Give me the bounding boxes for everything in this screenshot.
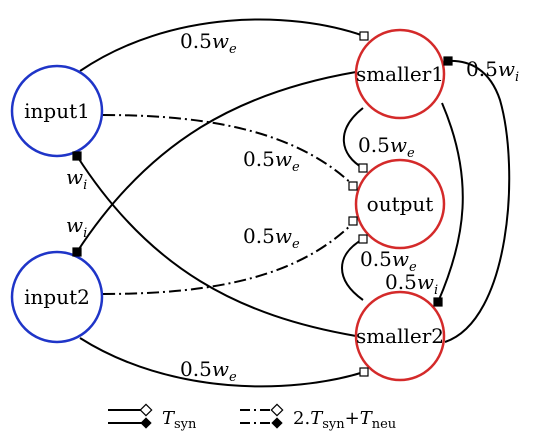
edge-input1-output bbox=[102, 114, 354, 186]
edge-smaller2-smaller1 bbox=[444, 59, 511, 343]
excitatory-marker-smaller2-bottom bbox=[359, 367, 369, 377]
label-input2-output: 0.5we bbox=[243, 224, 300, 252]
edge-smaller1-input2 bbox=[76, 71, 357, 253]
nodes: input1 input2 smaller1 output smaller2 bbox=[10, 28, 446, 382]
excitatory-marker-smaller1-top bbox=[359, 31, 369, 41]
smaller2-label: smaller2 bbox=[356, 324, 444, 348]
node-input2: input2 bbox=[10, 250, 104, 344]
output-label: output bbox=[367, 192, 434, 216]
edges bbox=[76, 18, 511, 388]
node-output: output bbox=[354, 158, 446, 250]
excitatory-marker-output-top bbox=[358, 163, 368, 173]
smaller1-label: smaller1 bbox=[356, 62, 444, 86]
excitatory-marker-output-upperleft bbox=[348, 181, 358, 191]
node-input1: input1 bbox=[10, 64, 104, 158]
edge-labels: 0.5we 0.5wi 0.5we 0.5we wi wi 0.5we 0.5w… bbox=[66, 29, 519, 385]
edge-input1-smaller1 bbox=[79, 18, 365, 72]
smaller1-circle bbox=[354, 28, 446, 120]
edge-smaller2-output bbox=[341, 238, 364, 301]
legend-solid-inhibitory-marker bbox=[140, 417, 152, 429]
input1-circle bbox=[10, 64, 104, 158]
edge-smaller1-output bbox=[342, 107, 364, 169]
input1-label: input1 bbox=[24, 99, 90, 123]
edge-smaller1-smaller2 bbox=[437, 102, 464, 303]
inhibitory-marker-smaller1 bbox=[443, 56, 453, 66]
legend-dashdot-inhibitory-marker bbox=[271, 417, 283, 429]
label-input1-smaller1: 0.5we bbox=[180, 29, 237, 57]
node-smaller2: smaller2 bbox=[354, 290, 446, 382]
edge-input2-smaller2 bbox=[79, 337, 365, 388]
input2-label: input2 bbox=[24, 285, 90, 309]
label-smaller1-smaller2-top: 0.5wi bbox=[466, 57, 519, 85]
edge-smaller2-input1 bbox=[76, 155, 357, 337]
excitatory-marker-output-bottom bbox=[358, 234, 368, 244]
label-smaller2-output: 0.5we bbox=[360, 247, 417, 275]
legend-dashdot-excitatory-marker bbox=[270, 403, 284, 417]
label-input2-smaller2: 0.5we bbox=[180, 357, 237, 385]
synapse-markers bbox=[72, 31, 453, 377]
legend-solid: Tsyn bbox=[108, 403, 197, 432]
legend-dashdot-label: 2.Tsyn+Tneu bbox=[293, 408, 396, 432]
inhibitory-marker-input2 bbox=[72, 247, 82, 257]
excitatory-marker-output-lowerleft bbox=[348, 216, 358, 226]
label-smaller2-input1: wi bbox=[66, 165, 87, 193]
legend-dashdot: 2.Tsyn+Tneu bbox=[240, 403, 396, 432]
node-smaller1: smaller1 bbox=[354, 28, 446, 120]
inhibitory-marker-smaller2 bbox=[433, 297, 443, 307]
input2-circle bbox=[10, 250, 104, 344]
label-smaller1-output: 0.5we bbox=[358, 133, 415, 161]
legend-solid-excitatory-marker bbox=[139, 403, 153, 417]
inhibitory-marker-input1 bbox=[72, 151, 82, 161]
label-smaller1-smaller2-bottom: 0.5wi bbox=[385, 270, 438, 298]
legend: Tsyn 2.Tsyn+Tneu bbox=[108, 403, 396, 432]
label-smaller1-input2: wi bbox=[66, 213, 87, 241]
output-circle bbox=[354, 158, 446, 250]
smaller2-circle bbox=[354, 290, 446, 382]
label-input1-output: 0.5we bbox=[243, 147, 300, 175]
legend-solid-label: Tsyn bbox=[162, 408, 197, 432]
